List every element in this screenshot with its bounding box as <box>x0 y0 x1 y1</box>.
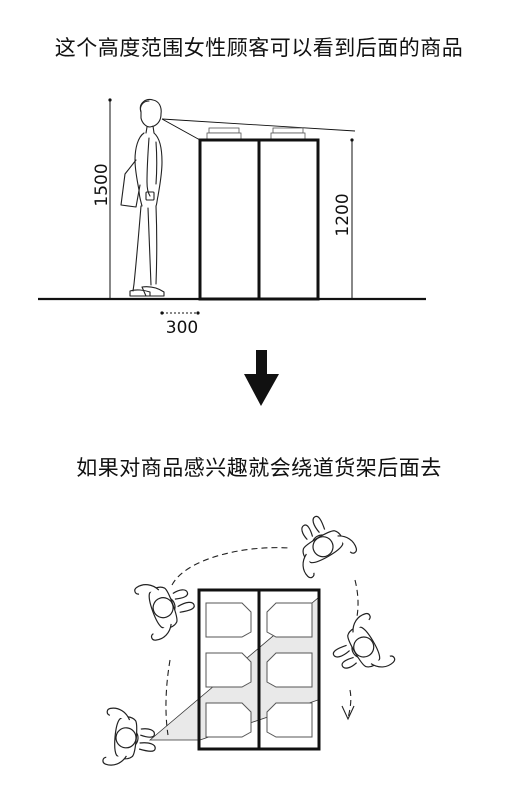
arrow-graphic <box>244 350 279 406</box>
path-arrowhead-icon <box>341 705 355 721</box>
shelf-height-label: 1200 <box>333 193 353 236</box>
top-caption: 这个高度范围女性顾客可以看到后面的商品 <box>54 36 464 60</box>
shopper-figure-left <box>133 570 202 643</box>
shelf-unit <box>198 138 320 301</box>
bottom-caption: 如果对商品感兴趣就会绕道货架后面去 <box>76 456 442 480</box>
side-view-diagram: 1500 1200 <box>38 98 426 338</box>
shopper-figure-front <box>102 706 159 770</box>
plan-view-diagram <box>102 505 397 770</box>
distance-label: 300 <box>166 318 198 338</box>
shelf-height-dimension: 1200 <box>333 138 354 299</box>
product-slots-left <box>205 602 252 738</box>
person-height-label: 1500 <box>92 163 112 206</box>
woman-figure <box>120 99 165 297</box>
down-arrow-icon <box>244 350 279 406</box>
top-products <box>206 127 306 140</box>
distance-dimension: 300 <box>160 311 200 338</box>
shopper-figure-top <box>282 505 359 580</box>
person-height-dimension: 1500 <box>92 98 112 299</box>
shelf-plan <box>197 588 321 751</box>
product-slots-right <box>266 602 313 738</box>
shopper-figure-back <box>322 611 397 688</box>
sight-lines <box>161 118 356 141</box>
